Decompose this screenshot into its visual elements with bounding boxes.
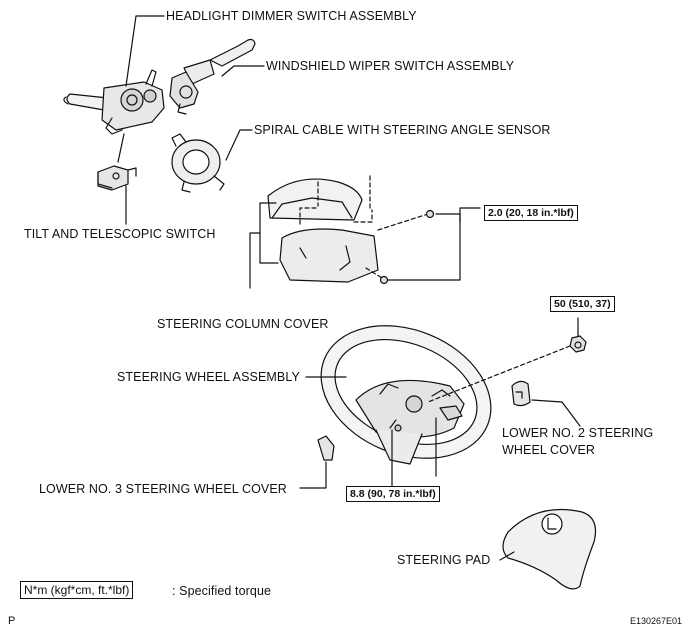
lower-no3-leader [299,461,327,489]
label-steering-pad: STEERING PAD [397,553,491,567]
nut-guide-line [427,345,571,403]
column-torque-bracket [387,213,461,281]
lower-no2-leader [531,399,581,427]
footer-left-marker: P [8,615,16,627]
figure-code: E130267E01 [630,616,683,626]
spiral-leader [225,129,253,161]
lower-no3-cover-part [317,435,335,461]
torque-box-wheel-nut: 50 (510, 37) [550,296,615,312]
label-lower-no2-line2: WHEEL COVER [502,443,596,457]
label-lower-no3-cover: LOWER NO. 3 STEERING WHEEL COVER [39,482,287,496]
steering-pad-part [502,508,597,590]
column-cover-leader [249,232,261,289]
headlight-leader [125,15,165,87]
headlight-dimmer-switch-part [63,69,165,135]
legend-unit-box: N*m (kgf*cm, ft.*lbf) [20,581,134,599]
label-headlight-dimmer-switch: HEADLIGHT DIMMER SWITCH ASSEMBLY [166,9,417,23]
wiper-switch-part [169,38,256,115]
pad-leader [499,551,515,561]
spiral-cable-part [171,133,225,193]
lower-no2-cover-part [511,380,531,407]
label-tilt-telescopic-switch: TILT AND TELESCOPIC SWITCH [24,227,216,241]
legend-text: : Specified torque [172,584,272,598]
wiper-leader [221,65,265,77]
torque-box-lower-cover-screw: 8.8 (90, 78 in.*lbf) [346,486,440,502]
label-steering-wheel-assembly: STEERING WHEEL ASSEMBLY [117,370,300,384]
torque-box-column-screw: 2.0 (20, 18 in.*lbf) [484,205,578,221]
tilt-telescopic-switch-part [97,165,137,191]
column-screws [379,209,435,285]
label-steering-column-cover: STEERING COLUMN COVER [157,317,329,331]
label-lower-no2-line1: LOWER NO. 2 STEERING [502,426,654,440]
steering-wheel-part [320,325,492,465]
steering-column-cover-part [267,178,379,283]
column-cover-guide-lines [299,175,429,279]
steering-wheel-nut [569,335,587,353]
label-spiral-cable: SPIRAL CABLE WITH STEERING ANGLE SENSOR [254,123,551,137]
label-wiper-switch: WINDSHIELD WIPER SWITCH ASSEMBLY [266,59,515,73]
